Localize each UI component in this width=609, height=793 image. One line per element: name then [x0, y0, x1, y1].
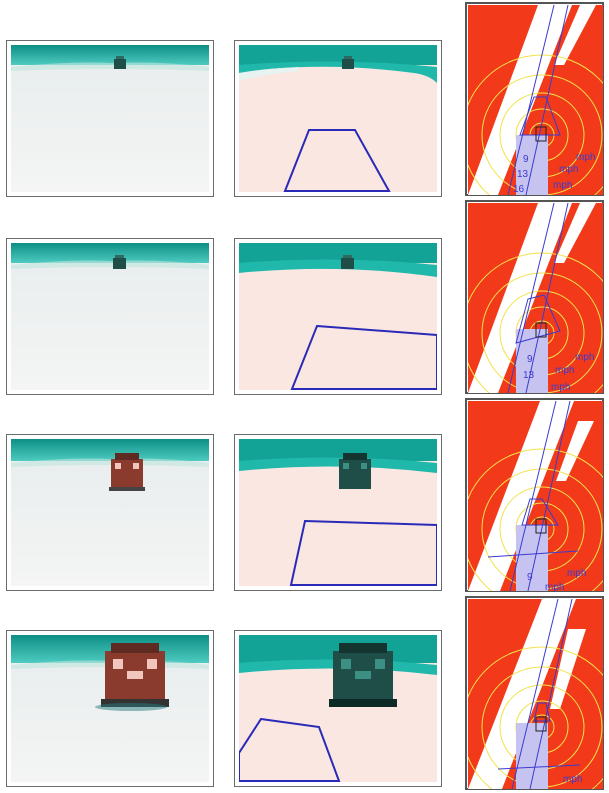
processed-camera-frame-3 — [234, 434, 442, 591]
speed-label: 13 — [517, 169, 529, 180]
speed-label: mph — [555, 365, 575, 376]
raw-camera-frame-2 — [6, 238, 214, 395]
speed-label: mph — [559, 164, 579, 175]
speed-label: 13 — [523, 370, 535, 381]
vehicle-mid — [109, 453, 145, 491]
speed-label: mph — [551, 382, 571, 393]
speed-label: 9 — [527, 354, 533, 365]
roi-quadrilateral — [290, 324, 437, 390]
occupancy-map — [468, 401, 603, 591]
speed-label: 16 — [513, 184, 525, 195]
processed-camera-image — [239, 439, 437, 586]
processed-camera-image — [239, 45, 437, 192]
roi-quadrilateral — [283, 129, 391, 192]
roi-quadrilateral — [239, 717, 341, 782]
processed-camera-image — [239, 635, 437, 782]
map-panel-3: mph 9 mph — [465, 398, 604, 593]
raw-camera-image — [11, 45, 209, 192]
raw-camera-image — [11, 635, 209, 782]
speed-label: mph — [575, 352, 595, 363]
ego-vehicle-marker — [535, 518, 547, 534]
processed-camera-image — [239, 243, 437, 390]
processed-camera-frame-4 — [234, 630, 442, 787]
ego-vehicle-marker — [535, 126, 547, 142]
raw-camera-frame-3 — [6, 434, 214, 591]
vehicle-mid — [339, 453, 371, 489]
processed-camera-frame-2 — [234, 238, 442, 395]
raw-camera-image — [11, 243, 209, 390]
map-panel-1: mph 9 mph 13 mph 16 — [465, 2, 604, 196]
vehicle-near — [329, 643, 397, 707]
processed-camera-frame-1 — [234, 40, 442, 197]
speed-label: mph — [567, 568, 587, 579]
raw-camera-frame-1 — [6, 40, 214, 197]
occupancy-map — [468, 599, 603, 789]
speed-label: mph — [545, 582, 565, 593]
vehicle-far — [114, 56, 126, 69]
ego-vehicle-marker — [535, 322, 547, 338]
speed-label: mph — [553, 180, 573, 191]
speed-label: mph — [576, 152, 596, 163]
vehicle-near — [95, 643, 169, 711]
occupancy-map — [468, 5, 603, 195]
vehicle-far — [342, 56, 354, 69]
roi-quadrilateral — [289, 519, 437, 586]
vehicle-far — [341, 255, 354, 269]
raw-camera-frame-4 — [6, 630, 214, 787]
vehicle-far — [113, 255, 126, 269]
raw-camera-image — [11, 439, 209, 586]
speed-label: mph — [563, 774, 583, 785]
ego-vehicle-marker — [535, 716, 547, 732]
occupancy-map — [468, 203, 603, 393]
speed-label: 9 — [523, 154, 529, 165]
speed-label: 9 — [527, 572, 533, 583]
map-panel-4: mph — [465, 596, 604, 790]
map-panel-2: mph 9 mph 13 mph — [465, 200, 604, 394]
